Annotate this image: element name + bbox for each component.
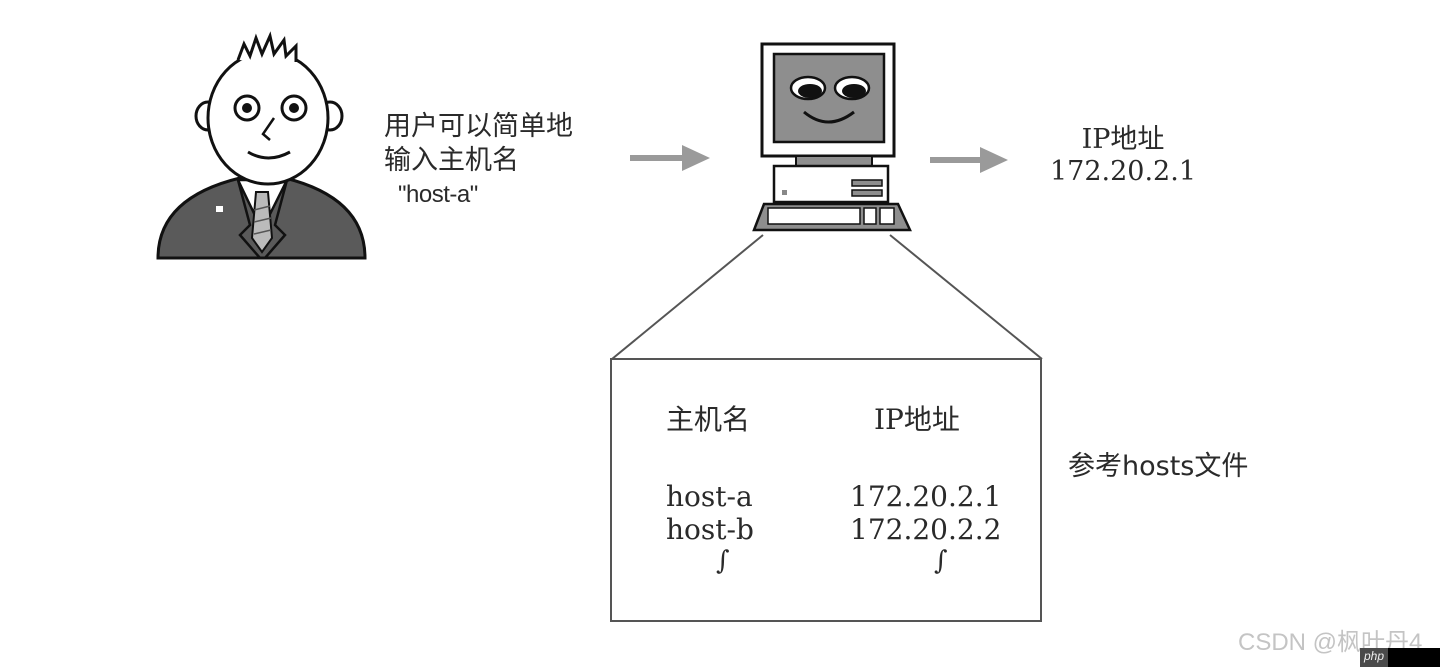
lookup-connector-lines	[611, 234, 1043, 360]
table-row-hostname: host-a	[666, 480, 753, 513]
hostname-column: host-a host-b ∫	[666, 480, 754, 576]
table-row-ip: 172.20.2.2	[850, 513, 1002, 546]
user-person-icon	[156, 31, 367, 260]
caption-line-1: 用户可以简单地	[384, 111, 573, 142]
arrow-right-icon	[930, 147, 1008, 173]
ip-column: 172.20.2.1 172.20.2.2 ∫	[850, 480, 1001, 576]
hosts-file-table: 主机名 IP地址 host-a host-b ∫ 172.20.2.1 172.…	[610, 358, 1042, 622]
column-header-hostname: 主机名	[666, 403, 751, 436]
ip-value: 172.20.2.1	[1050, 156, 1196, 187]
caption-line-2: 输入主机名	[384, 145, 519, 176]
php-badge: php	[1360, 648, 1388, 667]
hostname-example: "host-a"	[398, 181, 478, 208]
arrow-right-icon	[630, 145, 710, 171]
table-row-ip: 172.20.2.1	[850, 480, 1002, 513]
column-header-ip: IP地址	[874, 403, 960, 436]
computer-icon	[752, 42, 912, 232]
table-row-hostname: host-b	[666, 513, 754, 546]
resolved-ip-result: IP地址 172.20.2.1	[1050, 124, 1196, 188]
ip-label: IP地址	[1081, 124, 1165, 155]
badge-block	[1388, 648, 1440, 667]
continuation-mark: ∫	[934, 546, 948, 576]
hosts-file-caption: 参考hosts文件	[1068, 451, 1249, 482]
continuation-mark: ∫	[716, 546, 730, 576]
user-input-caption: 用户可以简单地 输入主机名 "host-a"	[384, 110, 573, 212]
